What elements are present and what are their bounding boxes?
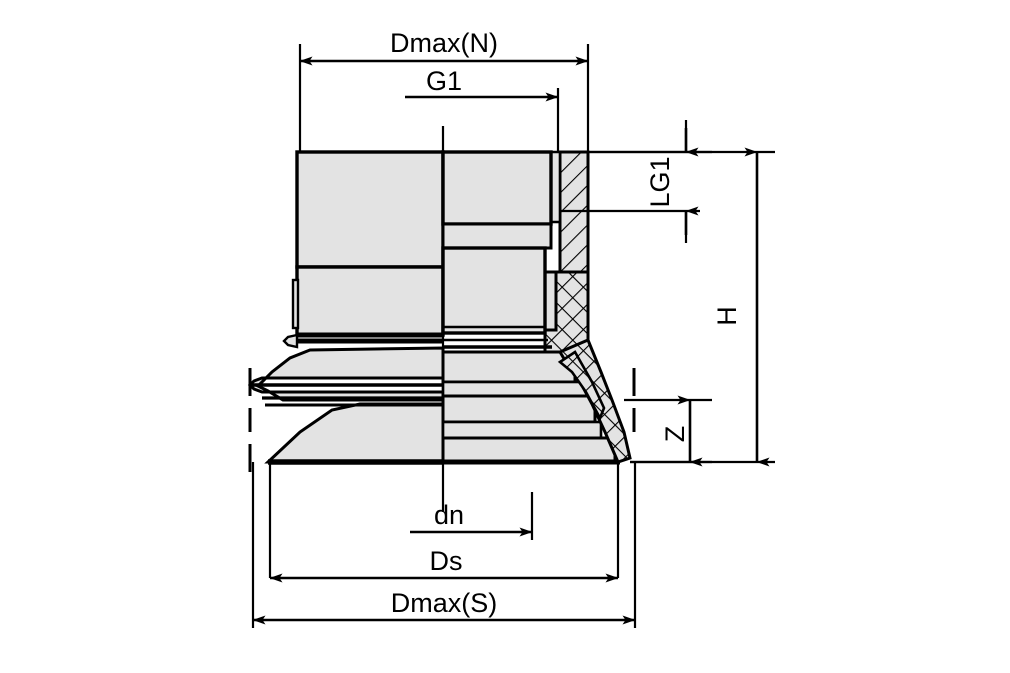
dimension-lines	[252, 56, 770, 625]
dim-label-ds: Ds	[430, 546, 463, 576]
bellows-folds-outer	[247, 346, 445, 465]
dim-label-dn: dn	[434, 500, 464, 530]
dim-label-h: H	[712, 306, 742, 326]
dim-label-lg1: LG1	[645, 156, 675, 207]
part-geometry	[247, 150, 632, 465]
flange-seal-lines	[282, 325, 552, 349]
bellows-folds-section	[441, 338, 632, 465]
suction-cup-body	[291, 150, 553, 337]
dim-label-g1: G1	[426, 66, 462, 96]
dim-label-dmax-n: Dmax(N)	[390, 28, 498, 58]
dim-label-dmax-s: Dmax(S)	[391, 588, 498, 618]
dim-label-z: Z	[660, 426, 690, 443]
